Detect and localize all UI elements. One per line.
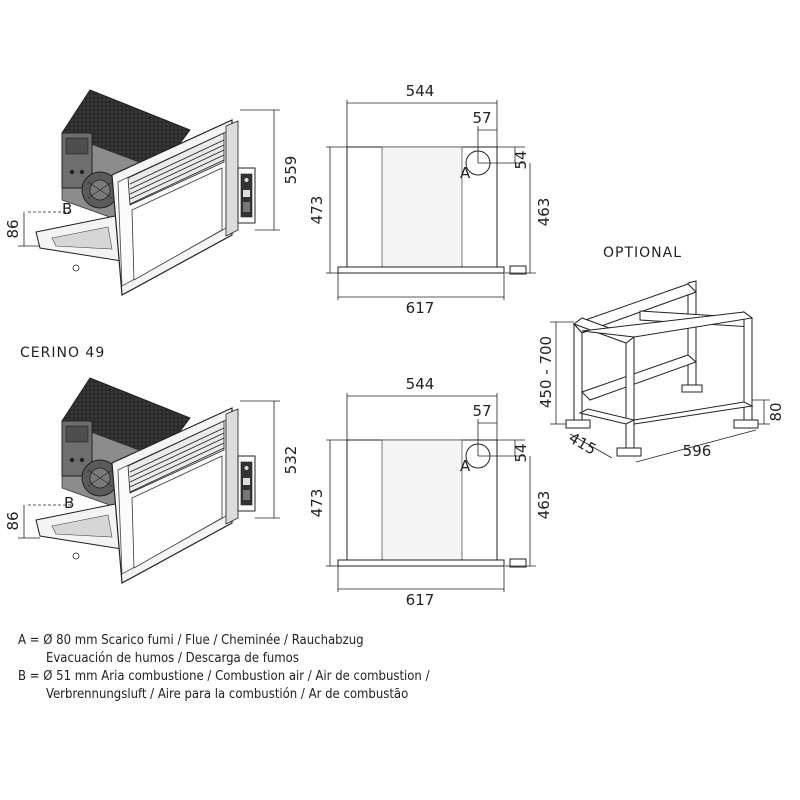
legend-b-line1: B = Ø 51 mm Aria combustione / Combustio… (18, 669, 430, 684)
dim-flue-offset-bottom: 57 (472, 402, 491, 420)
optional-label: OPTIONAL (603, 245, 682, 261)
legend-a-line1: A = Ø 80 mm Scarico fumi / Flue / Chemin… (18, 633, 364, 648)
dim-base-width-top: 617 (406, 299, 435, 317)
dim-flue-drop-bottom: 54 (512, 443, 530, 462)
dim-flue-height-top: 463 (535, 198, 553, 227)
front-view-top (326, 100, 536, 300)
dim-bottom-inlet-label: 86 (4, 511, 22, 530)
legend-b-line2: Verbrennungsluft / Aire para la combusti… (46, 687, 409, 702)
dim-top-side-height (240, 109, 280, 231)
point-a-top: A (460, 164, 471, 182)
dim-front-height-bottom: 473 (308, 489, 326, 518)
dim-front-width-bottom: 544 (406, 375, 435, 393)
point-b-top: B (62, 200, 72, 218)
dim-top-inlet (18, 211, 72, 247)
dim-stand-depth: 415 (566, 429, 600, 459)
front-view-bottom (326, 393, 536, 592)
dim-stand-foot: 80 (767, 402, 785, 421)
stand-dims (550, 321, 770, 463)
dim-stand-width: 596 (683, 442, 712, 460)
dim-stand-height: 450 - 700 (537, 336, 555, 408)
dim-front-width-top: 544 (406, 82, 435, 100)
point-b-bottom: B (64, 494, 74, 512)
dim-front-height-top: 473 (308, 196, 326, 225)
insert-iso-bottom (35, 377, 256, 584)
dim-bottom-side-height (240, 400, 280, 519)
dim-bottom-inlet (18, 504, 72, 539)
dim-flue-height-bottom: 463 (535, 491, 553, 520)
insert-iso-top (35, 89, 256, 296)
legend-a-line2: Evacuación de humos / Descarga de fumos (46, 651, 299, 666)
stand-drawing (565, 280, 759, 457)
dim-bottom-side-height-label: 532 (282, 446, 300, 475)
dim-flue-drop-top: 54 (512, 150, 530, 169)
point-a-bottom: A (460, 457, 471, 475)
dim-base-width-bottom: 617 (406, 591, 435, 609)
legend: A = Ø 80 mm Scarico fumi / Flue / Chemin… (18, 632, 430, 704)
dim-top-inlet-label: 86 (4, 219, 22, 238)
dim-flue-offset-top: 57 (472, 109, 491, 127)
model-label: CERINO 49 (20, 345, 105, 361)
dim-top-side-height-label: 559 (282, 156, 300, 185)
